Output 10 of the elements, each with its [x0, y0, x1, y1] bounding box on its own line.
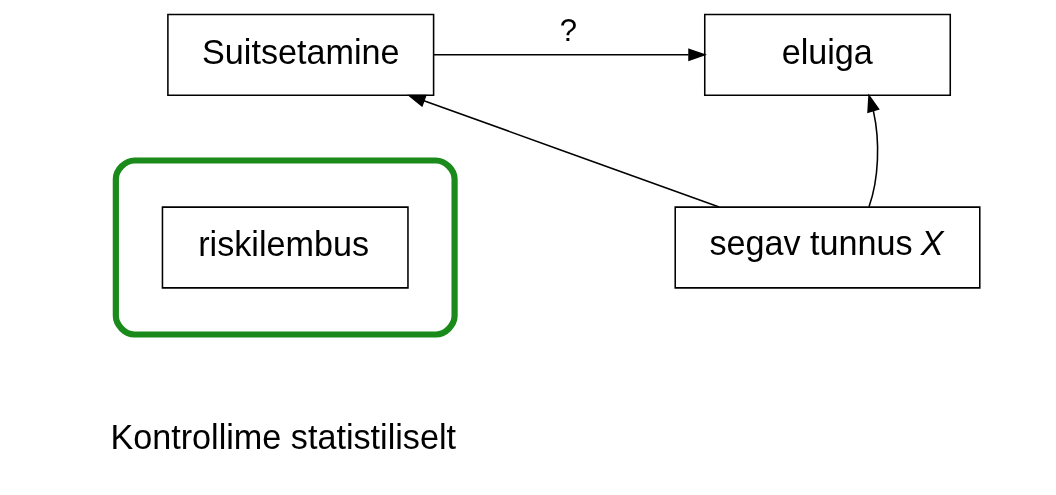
arrow: [867, 93, 880, 208]
arrow: [407, 94, 720, 208]
edge-label: ?: [559, 12, 578, 48]
node-box: segav tunnus X: [674, 206, 981, 289]
cluster: [112, 157, 458, 338]
arrow: [432, 48, 707, 62]
label: Kontrollime statistiliselt: [110, 417, 457, 456]
node-box: Suitsetamine: [167, 13, 435, 96]
node-box: riskilembus: [161, 206, 409, 289]
node-box: eluiga: [703, 13, 952, 96]
